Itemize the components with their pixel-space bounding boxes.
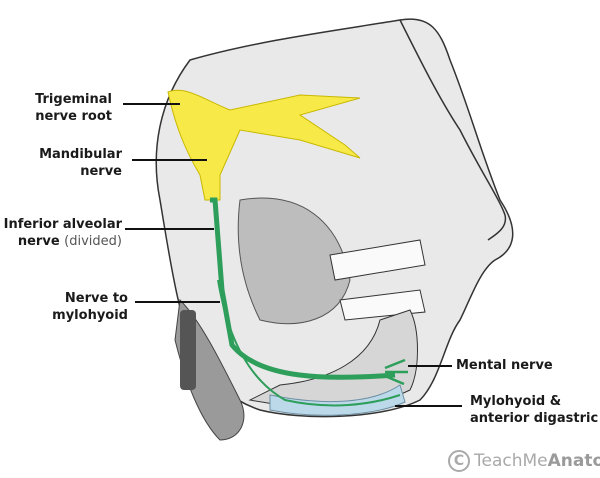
label-line: mylohyoid xyxy=(52,308,128,323)
label-line: Nerve to xyxy=(64,291,128,306)
label-trigeminal-nerve-root: Trigeminal nerve root xyxy=(35,91,112,125)
mylohyoid-muscle xyxy=(269,384,406,416)
masseter-muscle xyxy=(237,197,351,325)
label-line: Mandibular xyxy=(39,147,122,162)
label-line: Inferior alveolar xyxy=(3,217,122,232)
upper-teeth xyxy=(329,239,426,281)
label-line: Mental nerve xyxy=(456,358,553,373)
label-note: (divided) xyxy=(64,234,122,249)
trigeminal-nerve xyxy=(167,89,361,201)
label-mylohyoid-digastric: Mylohyoid & anterior digastric xyxy=(470,393,598,427)
nose-outline xyxy=(399,19,507,241)
nerve-to-mylohyoid xyxy=(217,279,401,407)
label-line: Trigeminal xyxy=(35,92,112,107)
label-line: nerve xyxy=(17,234,60,249)
label-nerve-to-mylohyoid: Nerve to mylohyoid xyxy=(52,290,128,324)
brand-bold: Anatomy xyxy=(547,451,600,471)
label-line: anterior digastric xyxy=(470,411,599,426)
label-inferior-alveolar-nerve: Inferior alveolar nerve (divided) xyxy=(4,216,122,250)
label-line: nerve xyxy=(80,164,122,179)
label-line: Mylohyoid & xyxy=(470,394,562,409)
label-mental-nerve: Mental nerve xyxy=(456,357,553,374)
watermark-logo: C TeachMeAnatomyinfo xyxy=(448,450,600,472)
brand-light: TeachMe xyxy=(474,451,548,471)
label-mandibular-nerve: Mandibular nerve xyxy=(39,146,122,180)
vessel xyxy=(180,310,196,390)
inferior-alveolar-nerve xyxy=(210,197,396,380)
label-line: nerve root xyxy=(35,109,112,124)
mental-nerve xyxy=(384,358,408,386)
pointer-lines xyxy=(123,103,462,407)
copyright-icon: C xyxy=(448,450,470,472)
